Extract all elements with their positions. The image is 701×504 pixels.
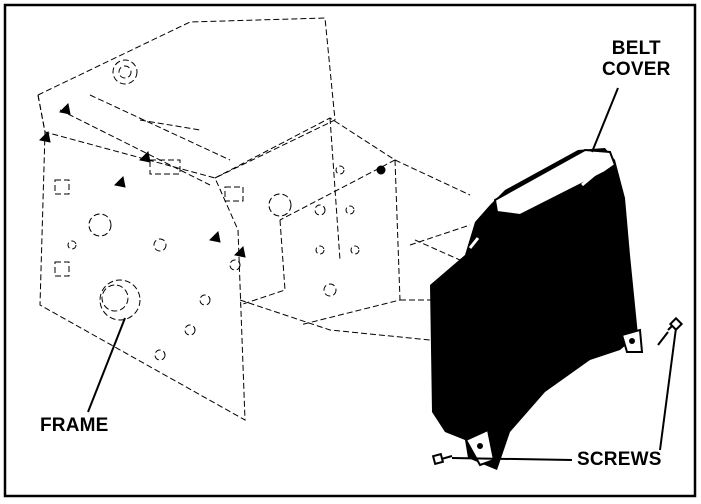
frame-part xyxy=(37,17,471,421)
screws-leader-left xyxy=(451,457,573,461)
belt-cover-label-line2: COVER xyxy=(602,59,671,80)
leader-lines xyxy=(87,87,677,461)
screws-label: SCREWS xyxy=(577,449,662,470)
belt-cover-leader xyxy=(591,87,619,153)
belt-cover-label-line1: BELT xyxy=(611,38,661,59)
screw-left xyxy=(431,452,453,466)
frame-leader xyxy=(87,317,126,413)
belt-cover-label: BELT COVER xyxy=(602,38,671,80)
screw-right xyxy=(657,316,684,346)
frame-studs xyxy=(38,102,386,258)
frame-label: FRAME xyxy=(40,415,109,436)
belt-cover-part xyxy=(430,148,644,470)
screws-leader-right xyxy=(659,327,677,451)
diagram-border xyxy=(3,3,697,498)
